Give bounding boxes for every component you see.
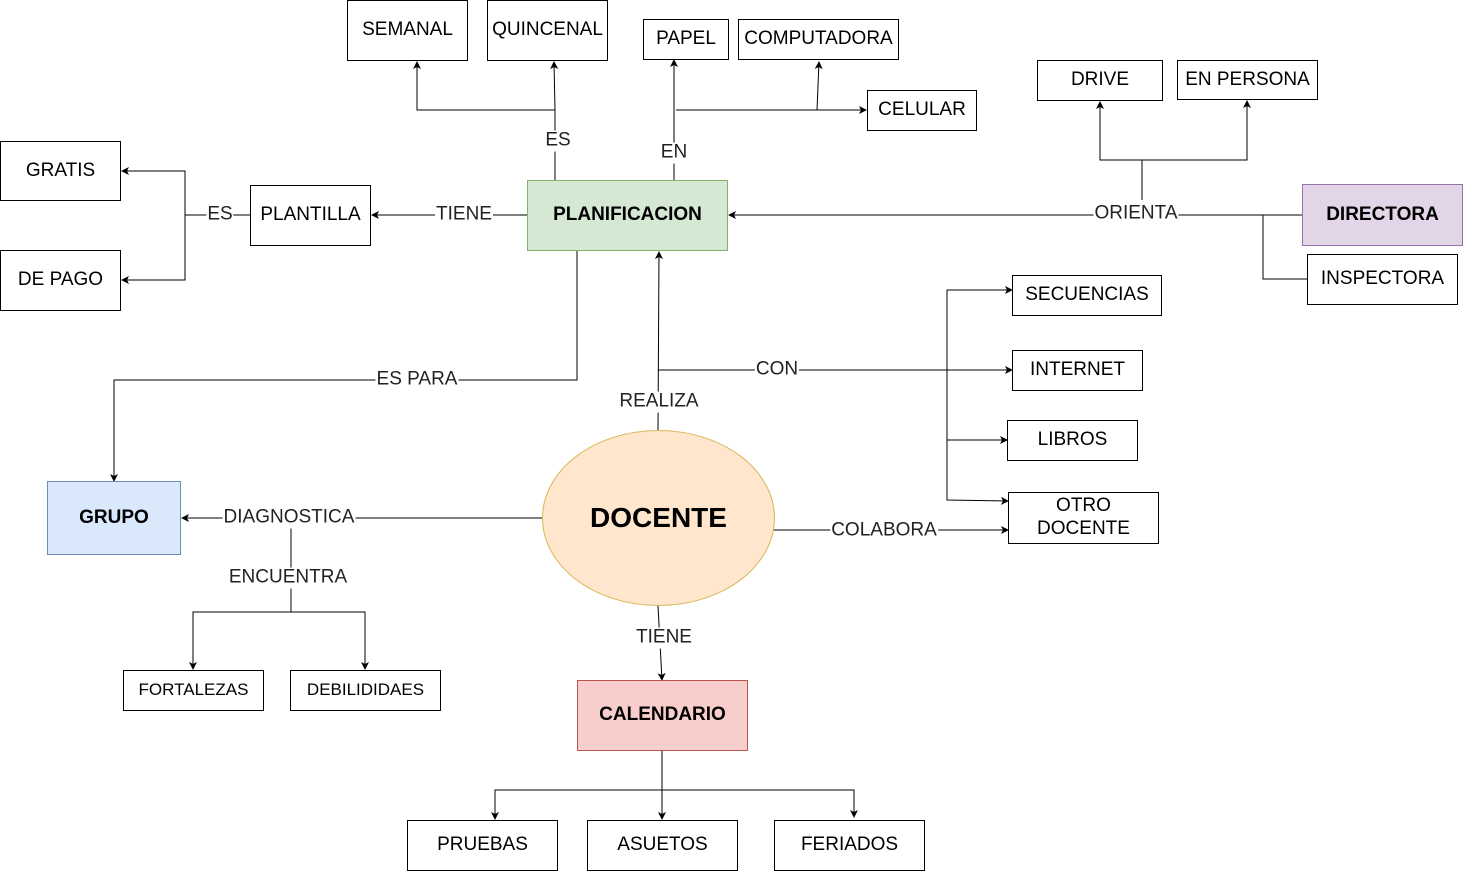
edge-orienta-en-persona (1142, 100, 1251, 161)
edge-planificacion-grupo (110, 251, 578, 482)
edge-calendario-pruebas (491, 789, 662, 820)
node-calendario[interactable]: CALENDARIO (577, 680, 748, 751)
node-pruebas[interactable]: PRUEBAS (407, 820, 558, 871)
node-debilidades[interactable]: DEBILIDIDAES (290, 670, 441, 711)
label-es-top: ES (544, 129, 572, 152)
node-libros[interactable]: LIBROS (1007, 420, 1138, 461)
node-drive[interactable]: DRIVE (1037, 60, 1163, 101)
edge-planificacion-semanal (413, 61, 556, 180)
label-realiza: REALIZA (618, 390, 700, 413)
edge-orienta-drive (1096, 101, 1143, 200)
node-plantilla[interactable]: PLANTILLA (250, 185, 371, 246)
edge-planificacion-computadora (814, 61, 823, 111)
label-es-left: ES (206, 203, 234, 226)
edge-con-otro-docente (946, 440, 1009, 505)
node-directora[interactable]: DIRECTORA (1302, 184, 1463, 246)
label-colabora: COLABORA (830, 519, 938, 542)
label-es-para: ES PARA (375, 368, 459, 391)
node-en-persona[interactable]: EN PERSONA (1177, 60, 1318, 100)
node-internet[interactable]: INTERNET (1012, 350, 1143, 391)
edge-encuentra-debilidades (291, 611, 369, 670)
edge-plantilla-de-pago (121, 215, 186, 284)
node-feriados[interactable]: FERIADOS (774, 820, 925, 871)
node-asuetos[interactable]: ASUETOS (587, 820, 738, 871)
node-inspectora[interactable]: INSPECTORA (1307, 254, 1458, 305)
label-en: EN (659, 141, 689, 164)
node-gratis[interactable]: GRATIS (0, 141, 121, 201)
edge-planificacion-quincenal (550, 61, 559, 111)
label-diagnostica: DIAGNOSTICA (222, 506, 356, 529)
label-tiene-plantilla: TIENE (435, 203, 493, 226)
edge-diagnostica-encuentra (189, 518, 292, 670)
label-con: CON (754, 358, 800, 381)
node-grupo[interactable]: GRUPO (47, 481, 181, 555)
node-otro-docente[interactable]: OTRO DOCENTE (1008, 492, 1159, 544)
edge-calendario-feriados (662, 789, 858, 818)
node-secuencias[interactable]: SECUENCIAS (1012, 275, 1162, 316)
node-semanal[interactable]: SEMANAL (347, 0, 468, 61)
node-papel[interactable]: PAPEL (643, 19, 729, 60)
label-encuentra: ENCUENTRA (227, 566, 349, 589)
node-computadora[interactable]: COMPUTADORA (738, 19, 899, 60)
node-quincenal[interactable]: QUINCENAL (487, 0, 608, 61)
node-planificacion[interactable]: PLANIFICACION (527, 180, 728, 251)
label-orienta: ORIENTA (1093, 202, 1179, 225)
node-de-pago[interactable]: DE PAGO (0, 250, 121, 311)
edge-con-secuencias (946, 286, 1013, 370)
edge-con-libros (946, 370, 1008, 444)
node-docente[interactable]: DOCENTE (542, 430, 775, 606)
node-celular[interactable]: CELULAR (867, 90, 977, 131)
label-tiene-calendario: TIENE (635, 626, 693, 649)
edge-inspectora (1262, 215, 1307, 280)
node-fortalezas[interactable]: FORTALEZAS (123, 670, 264, 711)
